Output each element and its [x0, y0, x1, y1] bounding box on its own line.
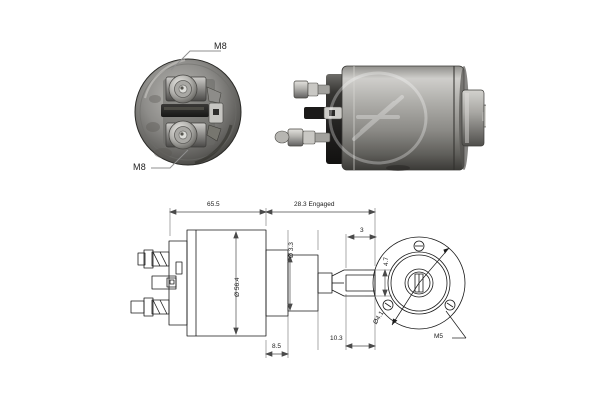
m8-lower-label: M8: [133, 162, 147, 172]
solenoid-side-view-photo: [258, 57, 486, 177]
dim-shaft-diameter: Ø 3.3: [288, 242, 295, 258]
dim-thread-spec: M5: [434, 333, 444, 340]
dim-flange-offset: 8.5: [272, 343, 282, 350]
m8-upper-label: M8: [214, 41, 228, 51]
dim-body-diameter: Ø 56.4: [234, 277, 241, 297]
technical-drawing: 65.5 28.3 Engaged Ø 56.4 Ø 3.3 3 4.7 8.5…: [0, 190, 600, 400]
dim-fork-thickness: 3: [360, 227, 364, 234]
dimensioned-drawing-svg: [130, 208, 467, 358]
dim-fork-length: 10.3: [330, 335, 343, 342]
product-photographs: M8 M8: [0, 0, 600, 195]
dim-body-length: 65.5: [207, 201, 220, 208]
m8-upper-leader: [170, 50, 221, 71]
dim-fork-height: 4.7: [383, 256, 390, 266]
m8-lower-leader: [151, 149, 189, 169]
dim-plunger-travel: 28.3 Engaged: [294, 201, 335, 208]
